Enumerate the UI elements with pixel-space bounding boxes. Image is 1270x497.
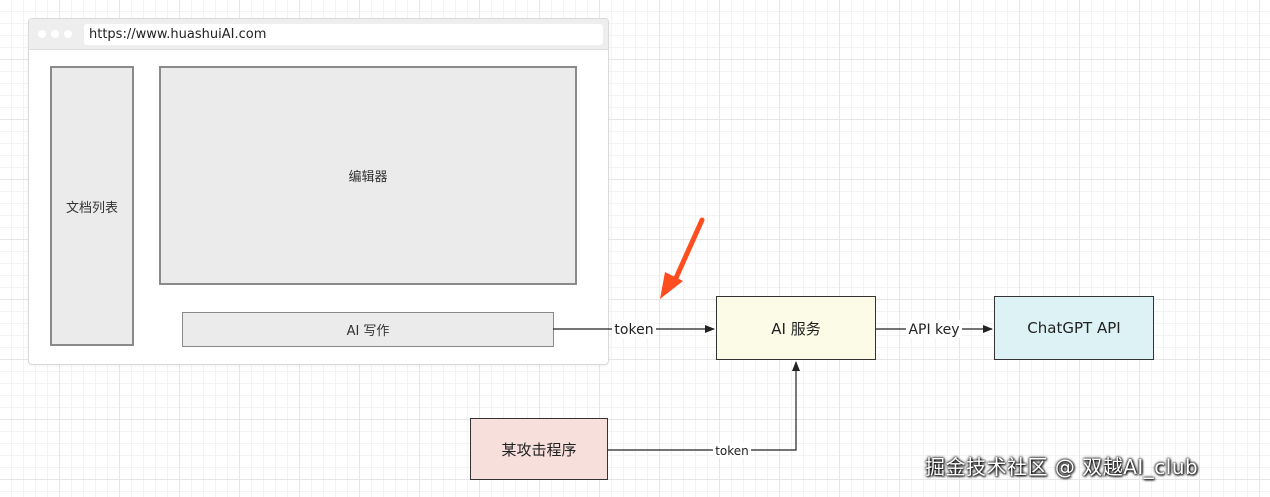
watermark: 掘金技术社区 @ 双越AI_club	[925, 455, 1199, 479]
edge-label-bg	[612, 320, 656, 338]
edge-label-bg	[713, 443, 751, 458]
edge-label-token: token	[614, 322, 653, 338]
window-dot-icon	[38, 30, 46, 38]
attacker-node: 某攻击程序	[470, 418, 608, 480]
edge-attacker-to-service	[608, 361, 800, 451]
ai-write-panel: AI 写作	[182, 312, 554, 347]
browser-titlebar: https://www.huashuiAI.com	[29, 19, 608, 50]
editor-panel: 编辑器	[159, 66, 577, 285]
address-bar[interactable]: https://www.huashuiAI.com	[84, 24, 603, 45]
chatgpt-api-node: ChatGPT API	[994, 296, 1154, 360]
edge-label-bg	[906, 320, 962, 338]
edge-label-attacker-token: token	[715, 444, 749, 458]
window-dot-icon	[51, 30, 59, 38]
edge-label-api-key: API key	[908, 322, 959, 338]
ai-service-node: AI 服务	[716, 296, 876, 360]
window-dot-icon	[64, 30, 72, 38]
callout-arrow-icon	[660, 217, 705, 299]
browser-window: https://www.huashuiAI.com 文档列表 编辑器 AI 写作	[28, 18, 609, 365]
doc-list-panel: 文档列表	[50, 66, 134, 346]
